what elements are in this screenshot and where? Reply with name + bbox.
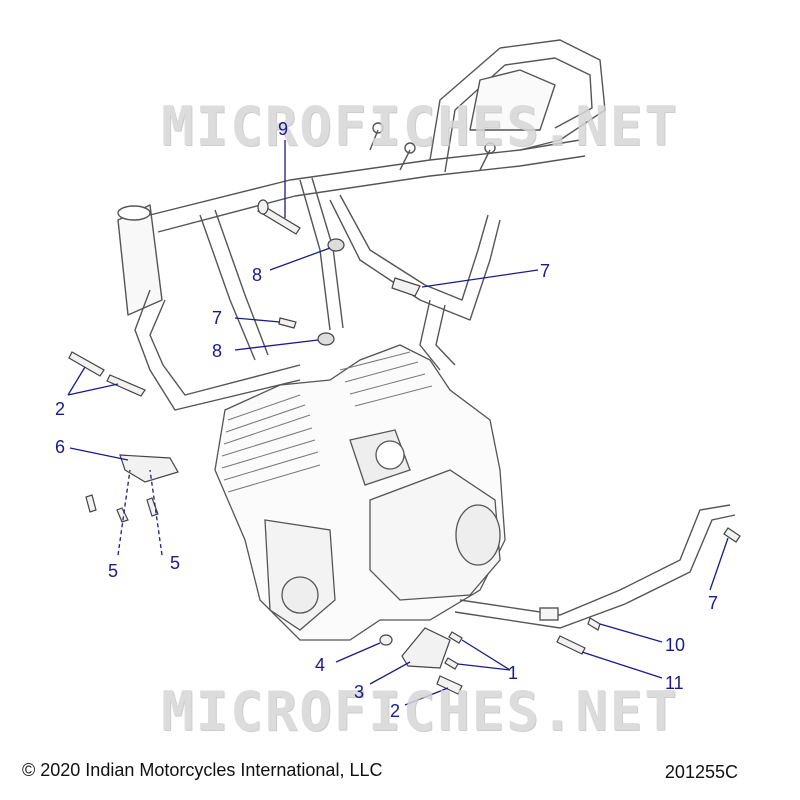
callout-5-left: 5 [108,561,119,581]
frame-drawing [117,39,606,411]
callout-7-right: 7 [708,593,719,613]
rear-bracket-drawing [454,504,736,629]
callout-4: 4 [315,655,326,675]
callout-9: 9 [278,119,289,139]
watermark-top: MICROFICHES.NET [161,95,679,158]
callout-6: 6 [55,437,66,457]
callout-8-upper: 8 [252,265,263,285]
callout-8-lower: 8 [212,341,223,361]
callout-10: 10 [665,635,686,655]
callout-1: 1 [508,663,519,683]
engine-drawing [214,344,506,641]
leader-lines [67,140,729,706]
copyright-text: © 2020 Indian Motorcycles International,… [22,760,383,780]
diagram-id: 201255C [664,762,738,782]
callout-7-left: 7 [212,308,223,328]
callout-5-right: 5 [170,553,181,573]
callout-7-upper: 7 [540,261,551,281]
callout-2-left: 2 [55,399,66,419]
callout-3: 3 [354,682,365,702]
watermark-bottom: MICROFICHES.NET [161,680,679,743]
callout-2-lower: 2 [390,701,401,721]
callout-11: 11 [665,673,684,693]
